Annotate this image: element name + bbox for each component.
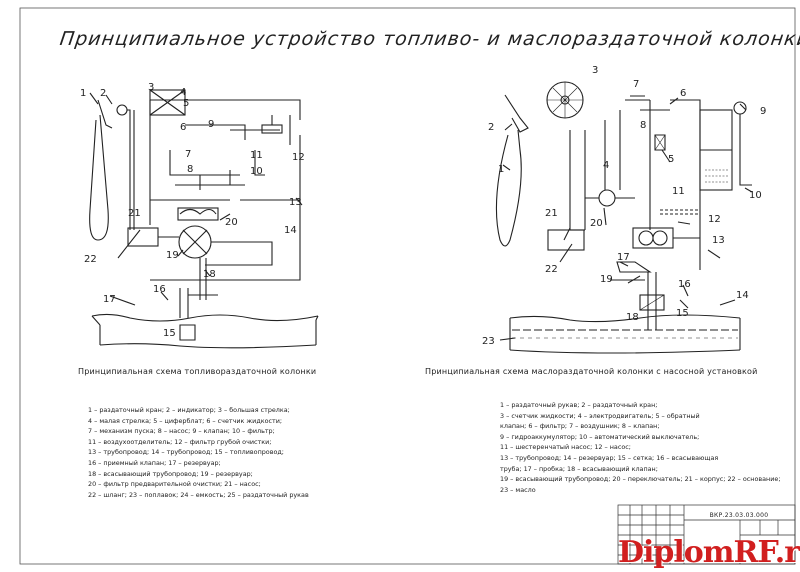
left-label: 4 (180, 87, 186, 98)
right-legend-line: 1 – раздаточный рукав; 2 – раздаточный к… (500, 401, 658, 409)
left-label: 13 (289, 197, 302, 208)
left-label: 16 (153, 284, 166, 295)
right-legend-line: 23 – масло (500, 485, 536, 494)
right-label: 19 (600, 274, 613, 285)
oil-dispenser-diagram (495, 81, 753, 354)
left-legend-line: 18 – всасывающий трубопровод; 19 – резер… (88, 469, 253, 478)
right-legend-line: 9 – гидроаккумулятор; 10 – автоматически… (500, 432, 700, 441)
left-label: 12 (292, 152, 305, 163)
right-label: 10 (749, 190, 762, 201)
right-label: 7 (633, 79, 639, 90)
left-legend-line: 13 – трубопровод; 14 – трубопровод; 15 –… (88, 448, 284, 457)
right-label: 14 (736, 290, 749, 301)
right-label: 22 (545, 264, 558, 275)
left-diagram-labels: 1 2 3 4 5 6 7 8 9 10 11 12 13 14 15 16 1… (80, 82, 305, 339)
left-legend-line: 7 – механизм пуска; 8 – насос; 9 – клапа… (88, 427, 275, 436)
right-legend-line: 19 – всасывающий трубопровод; 20 – перек… (500, 475, 781, 484)
left-label: 2 (100, 88, 106, 99)
watermark-logo: DiplomRF.ru (618, 535, 800, 570)
left-label: 17 (103, 294, 116, 305)
right-label: 8 (640, 120, 646, 131)
stamp-title: ВКР.23.03.03.000 (709, 512, 769, 519)
right-legend: 1 – раздаточный рукав; 2 – раздаточный к… (500, 400, 780, 495)
right-label: 2 (488, 122, 494, 133)
sheet-frame (19, 7, 796, 565)
right-label: 11 (672, 186, 685, 197)
fuel-dispenser-diagram (89, 89, 319, 349)
right-label: 13 (712, 235, 725, 246)
left-legend-line: 1 – раздаточный кран; 2 – индикатор; 3 –… (88, 406, 290, 414)
left-label: 15 (163, 328, 176, 339)
left-label: 10 (250, 166, 263, 177)
right-label: 9 (760, 106, 766, 117)
right-label: 4 (603, 160, 609, 171)
left-label: 14 (284, 225, 297, 236)
title-block (617, 504, 796, 565)
right-label: 5 (668, 154, 674, 165)
left-label: 11 (250, 150, 263, 161)
left-label: 21 (128, 208, 141, 219)
left-label: 1 (80, 88, 86, 99)
right-label: 20 (590, 218, 603, 229)
left-label: 20 (225, 217, 238, 228)
right-legend-line: 11 – шестеренчатый насос; 12 – насос; (500, 443, 631, 452)
right-legend-line: клапан; 6 – фильтр; 7 – воздушник; 8 – к… (500, 422, 660, 431)
left-label: 3 (148, 82, 154, 93)
left-legend-line: 11 – воздухоотделитель; 12 – фильтр груб… (88, 437, 272, 446)
right-label: 15 (676, 308, 689, 319)
right-caption: Принципиальная схема маслораздаточной ко… (425, 367, 758, 376)
right-label: 16 (678, 279, 691, 290)
right-label: 23 (482, 336, 495, 347)
left-label: 18 (203, 269, 216, 280)
left-label: 9 (208, 119, 214, 130)
right-label: 12 (708, 214, 721, 225)
right-legend-line: 3 – счетчик жидкости; 4 – электродвигате… (500, 411, 700, 420)
left-legend-line: 16 – приемный клапан; 17 – резервуар; (88, 458, 221, 467)
left-label: 22 (84, 254, 97, 265)
right-label: 1 (498, 164, 504, 175)
left-label: 7 (185, 149, 191, 160)
right-legend-line: труба; 17 – пробка; 18 – всасывающий кла… (500, 464, 658, 473)
left-legend-line: 22 – шланг; 23 – поплавок; 24 – емкость;… (88, 490, 309, 499)
right-diagram-labels: 1 2 3 4 5 6 7 8 9 10 11 12 13 14 15 16 1… (482, 65, 766, 347)
left-label: 19 (166, 250, 179, 261)
right-label: 3 (592, 65, 598, 76)
left-legend: 1 – раздаточный кран; 2 – индикатор; 3 –… (88, 405, 309, 500)
right-label: 17 (617, 252, 630, 263)
left-label: 5 (183, 98, 189, 109)
right-legend-line: 13 – трубопровод; 14 – резервуар; 15 – с… (500, 453, 719, 462)
right-label: 21 (545, 208, 558, 219)
page-title: Принципиальное устройство топливо- и мас… (58, 28, 800, 50)
left-label: 6 (180, 122, 186, 133)
left-legend-line: 4 – малая стрелка; 5 – циферблат; 6 – сч… (88, 416, 283, 425)
right-label: 6 (680, 88, 686, 99)
left-label: 8 (187, 164, 193, 175)
right-label: 18 (626, 312, 639, 323)
left-legend-line: 20 – фильтр предварительной очистки; 21 … (88, 480, 261, 489)
left-caption: Принципиальная схема топливораздаточной … (78, 367, 317, 376)
